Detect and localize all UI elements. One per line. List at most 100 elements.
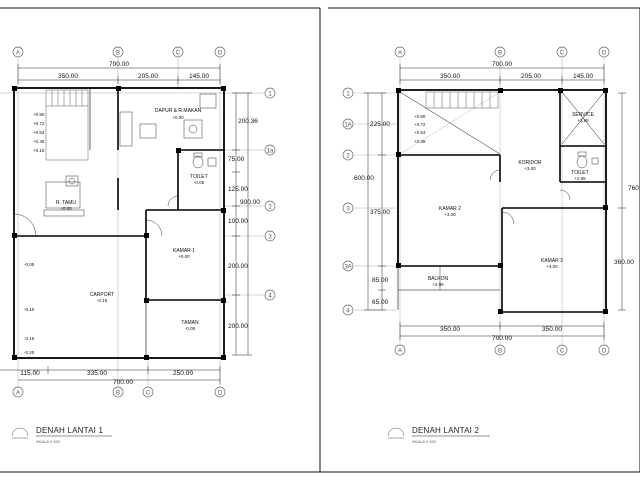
dim-bottom-3: 250.00 <box>173 370 193 377</box>
grid-col-b-bottom: B <box>116 391 120 397</box>
room2-kamar2-level: +3.00 <box>444 212 456 217</box>
grid2-col-d: D <box>602 51 607 57</box>
dim2-top-3: 145.00 <box>573 73 593 80</box>
dim2-right-1: 760 <box>628 185 639 192</box>
room2-balkon-level: +2.95 <box>432 282 444 287</box>
room-taman-level: -0.05 <box>185 326 196 331</box>
dim-top-total: 700.00 <box>109 61 129 68</box>
dim2-top-2: 205.00 <box>521 73 541 80</box>
grid-col-a-bottom: A <box>16 391 20 397</box>
room-taman-name: TAMAN <box>181 320 199 326</box>
dim-right-4: 100.00 <box>228 218 248 225</box>
plan-1-title: DENAH LANTAI 1 <box>36 426 103 435</box>
stair-level-4: +0.36 <box>33 139 45 144</box>
room-dapur-level: +0.00 <box>172 115 184 120</box>
dim-right-1: 200.36 <box>238 118 258 125</box>
dim-bottom-1: 115.00 <box>20 370 40 377</box>
dim-right-5: 200.00 <box>228 263 248 270</box>
room-carport-level: -0.15 <box>97 298 108 303</box>
room2-kamar3-name: KAMAR 3 <box>541 258 563 264</box>
stair-level-5: +0.18 <box>33 148 45 153</box>
dim-right-total: 900.00 <box>240 199 260 206</box>
living-furniture <box>43 175 85 217</box>
stair-level-3: +0.54 <box>33 130 45 135</box>
room-kamar1-level: +0.00 <box>178 254 190 259</box>
room2-service-name: SERVICE <box>572 112 595 118</box>
grid2-row-3: 3 <box>346 207 350 213</box>
dim2-left-1: 225.00 <box>370 121 390 128</box>
grid2-col-a: A <box>398 51 402 57</box>
carport-level-a: -0.05 <box>24 262 35 267</box>
room2-toilet-name: TOILET <box>571 170 588 176</box>
dim-top-2: 205.00 <box>138 73 158 80</box>
room-tamu-level: +0.00 <box>60 206 72 211</box>
stair2-level-2: +0.72 <box>414 122 426 127</box>
staircase-2 <box>425 91 499 109</box>
grid2-col-c-bottom: C <box>560 349 565 355</box>
grid-col-c-bottom: C <box>146 391 151 397</box>
grid2-row-4: 4 <box>346 309 350 315</box>
staircase <box>45 89 89 161</box>
dim-right-3: 125.00 <box>228 186 248 193</box>
grid2-col-c: C <box>560 51 565 57</box>
stair2-level-3: +0.54 <box>414 130 426 135</box>
stair2-level-4: +0.36 <box>414 139 426 144</box>
dim2-bottom-1: 350.00 <box>440 326 460 333</box>
dim2-right-2: 360.00 <box>614 259 634 266</box>
room2-service-level: +2.95 <box>577 118 589 123</box>
grid2-col-b-bottom: B <box>498 349 502 355</box>
grid-col-d: D <box>218 51 223 57</box>
grid2-col-a-bottom: A <box>398 349 402 355</box>
dim-bottom-total: 700.00 <box>113 379 133 386</box>
room-toilet-name: TOILET <box>190 174 207 180</box>
carport-level-c: -0.15 <box>24 336 35 341</box>
room-carport-name: CARPORT <box>90 292 114 298</box>
plan-2-scale: SKALA 1:100 <box>412 439 437 444</box>
dim2-top-total: 700.00 <box>492 61 512 68</box>
room2-kamar3-level: +3.00 <box>546 264 558 269</box>
plan-lantai-2: A B C D A B C D 1 1A 2 3 3A 4 <box>342 46 639 444</box>
grid2-col-b: B <box>498 51 502 57</box>
grid2-col-d-bottom: D <box>602 349 607 355</box>
room-tamu-name: R. TAMU <box>56 200 76 206</box>
dim2-left-4: 65.00 <box>372 299 389 306</box>
dim-right-2: 75.00 <box>228 156 245 163</box>
room2-balkon-name: BALKON <box>428 276 449 282</box>
stair2-level-1: +0.90 <box>414 114 426 119</box>
room2-toilet-level: +2.95 <box>574 176 586 181</box>
stair-level-1: +0.90 <box>33 112 45 117</box>
grid2-row-1: 1 <box>346 92 350 98</box>
carport-level-d: -0.20 <box>24 350 35 355</box>
grid-row-4: 4 <box>268 294 272 300</box>
dim-right-6: 200.00 <box>228 323 248 330</box>
grid-row-1: 1 <box>268 92 272 98</box>
grid-col-d-bottom: D <box>218 391 223 397</box>
room-dapur-name: DAPUR & R.MAKAN <box>155 108 202 114</box>
plan-2-title: DENAH LANTAI 2 <box>412 426 479 435</box>
dim-top-1: 350.00 <box>58 73 78 80</box>
stair-level-2: +0.72 <box>33 121 45 126</box>
room2-kamar2-name: KAMAR 2 <box>439 206 461 212</box>
carport-level-b: -0.10 <box>24 307 35 312</box>
dim2-left-total: 600.00 <box>354 175 374 182</box>
grid-col-b: B <box>116 51 120 57</box>
dim2-bottom-2: 350.00 <box>542 326 562 333</box>
dim2-top-1: 350.00 <box>440 73 460 80</box>
grid-col-c: C <box>176 51 181 57</box>
grid-col-a: A <box>16 51 20 57</box>
room2-koridor-level: +3.00 <box>524 166 536 171</box>
grid-bubbles-top <box>12 46 276 398</box>
grid-row-2: 2 <box>268 205 272 211</box>
grid-row-1a: 1a <box>267 149 274 155</box>
plan-lantai-1: A B C D A B C D 1 1a 2 3 4 <box>0 46 276 444</box>
dim-top-3: 145.00 <box>189 73 209 80</box>
grid2-row-3a: 3A <box>344 265 351 271</box>
room2-koridor-name: KORIDOR <box>518 160 542 166</box>
grid2-row-2: 2 <box>346 154 350 160</box>
dim2-left-3: 85.00 <box>372 277 389 284</box>
dim-bottom-2: 335.00 <box>87 370 107 377</box>
grid2-row-1a: 1A <box>344 123 351 129</box>
plan-1-scale: SKALA 1:100 <box>36 439 61 444</box>
grid-row-3: 3 <box>268 235 272 241</box>
